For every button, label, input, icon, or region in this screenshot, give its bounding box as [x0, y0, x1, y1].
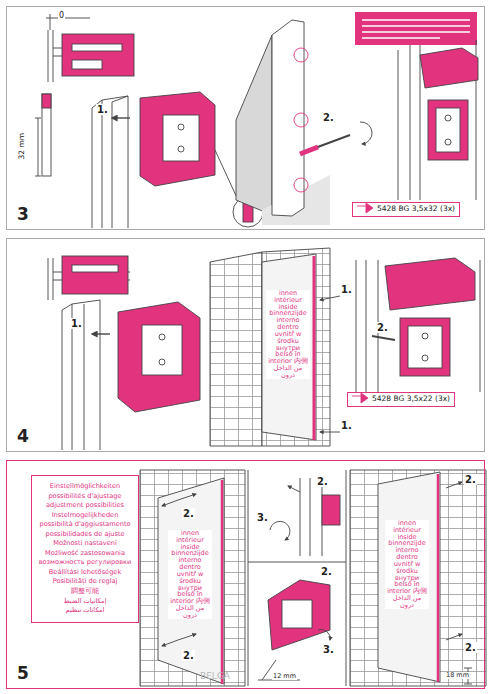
callout-number: 2.: [376, 322, 389, 333]
callout-number: 1.: [340, 420, 353, 431]
adjustment-text: possibilità d'aggiustamento: [35, 520, 135, 530]
adjustment-text: возможность регулировки: [35, 558, 135, 568]
callout-number: 1.: [96, 104, 109, 115]
adjustment-text: adjustment possibilities: [35, 501, 135, 511]
callout-number: 2.: [322, 112, 335, 123]
screw-box: 5428 BG 3,5x22 (3x): [347, 392, 455, 407]
callout-number: 2.: [182, 508, 195, 519]
callout-number: 2.: [316, 476, 329, 487]
dimension-label: 12 mm: [272, 673, 297, 680]
inside-label: innen intérieur inside binnenzijde inter…: [168, 530, 212, 619]
callout-number: 3.: [322, 644, 335, 655]
adjustment-text: Beállítási lehetőségek: [35, 568, 135, 578]
adjustment-text: Možnosti nastavení: [35, 539, 135, 549]
step-panel: 3 5428 BG 3,5x32 (3x): [6, 6, 485, 230]
adjustment-text: possibilidades de ajuste: [35, 530, 135, 540]
part-number: 5428 BG 3,5x22 (3x): [372, 394, 450, 405]
adjustment-text: Einstellmöglichkeiten: [35, 482, 135, 492]
adjustment-text: 調整可能: [35, 587, 135, 597]
screw-box: 5428 BG 3,5x32 (3x): [352, 202, 460, 217]
adjustment-text: Instelmogelijkheden: [35, 511, 135, 521]
callout-number: 2.: [464, 474, 477, 485]
dimension-label: 0: [58, 12, 65, 21]
callout-number: 3.: [256, 512, 269, 523]
step-number: 4: [15, 426, 31, 446]
callout-number: 2.: [182, 650, 195, 661]
step-number: 5: [15, 663, 31, 683]
adjustment-list: Einstellmöglichkeitenpossibilités d'ajus…: [31, 475, 139, 623]
callout-number: 1.: [70, 318, 83, 329]
adjustment-text: امکانات تنظیم: [35, 606, 135, 616]
dimension-label: 18 mm: [445, 672, 470, 679]
callout-number: 2.: [320, 566, 333, 577]
dimension-label: 32 mm: [18, 132, 26, 161]
callout-number: 1.: [340, 284, 353, 295]
adjustment-text: إمكانيات الضبط: [35, 597, 135, 607]
adjustment-text: Możliwość zastosowania: [35, 549, 135, 559]
step-number: 3: [15, 204, 31, 224]
step-panel: 4 5428 BG 3,5x22 (3x): [6, 238, 485, 452]
watermark: BELGA: [200, 672, 230, 682]
part-number: 5428 BG 3,5x32 (3x): [377, 204, 455, 215]
adjustment-text: Posibilități de reglaj: [35, 577, 135, 587]
adjustment-text: possibilités d'ajustage: [35, 492, 135, 502]
inside-label: innen intérieur inside binnenzijde inter…: [385, 520, 429, 609]
callout-number: 2.: [464, 642, 477, 653]
inside-label: innen intérieur inside binnenzijde inter…: [266, 290, 310, 379]
